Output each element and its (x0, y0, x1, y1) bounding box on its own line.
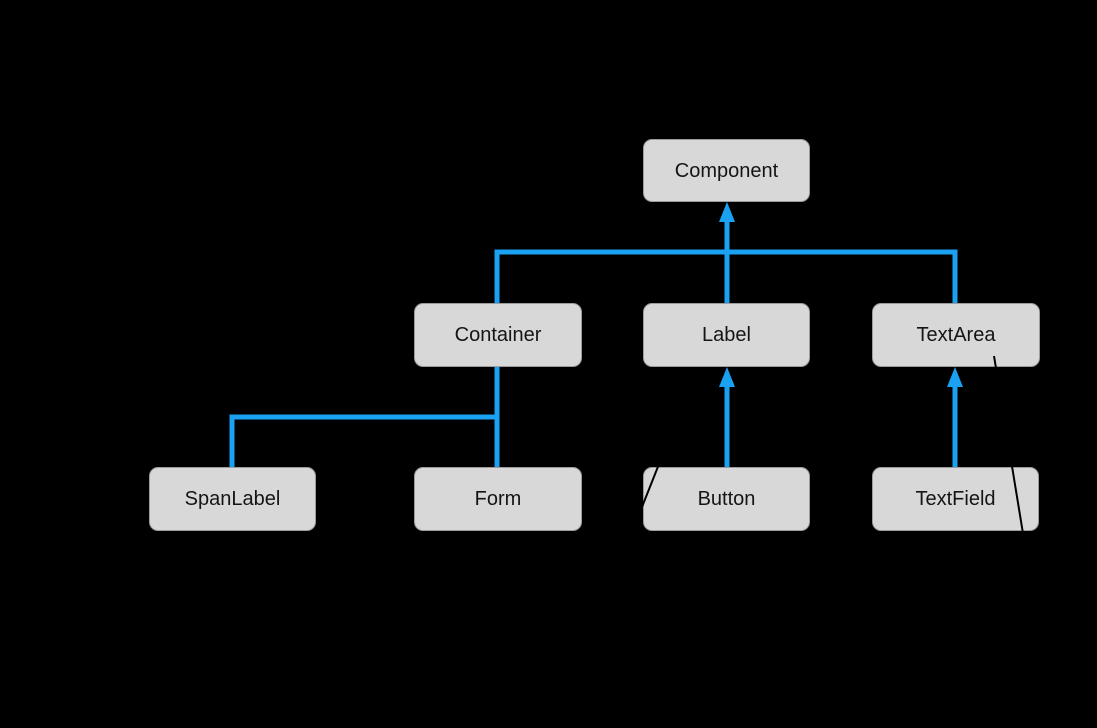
node-button: Button (643, 467, 810, 531)
node-form-label: Form (474, 488, 522, 510)
node-button-label: Button (697, 488, 756, 510)
node-form: Form (414, 467, 582, 531)
node-textfield-label: TextField (915, 488, 996, 510)
node-textfield: TextField (872, 467, 1039, 531)
node-textarea: TextArea (872, 303, 1040, 367)
arrowhead-into-textarea (947, 367, 963, 387)
arrowhead-into-label (719, 367, 735, 387)
node-component-label: Component (674, 159, 779, 182)
node-container: Container (414, 303, 582, 367)
node-spanlabel: SpanLabel (149, 467, 316, 531)
node-label-label: Label (702, 324, 751, 346)
node-spanlabel-label: SpanLabel (184, 488, 281, 510)
node-container-label: Container (454, 324, 542, 346)
connector-spanlabel-branch (229, 414, 497, 467)
node-textarea-label: TextArea (916, 324, 996, 346)
node-label: Label (643, 303, 810, 367)
arrowhead-into-component (719, 202, 735, 222)
node-component: Component (643, 139, 810, 202)
